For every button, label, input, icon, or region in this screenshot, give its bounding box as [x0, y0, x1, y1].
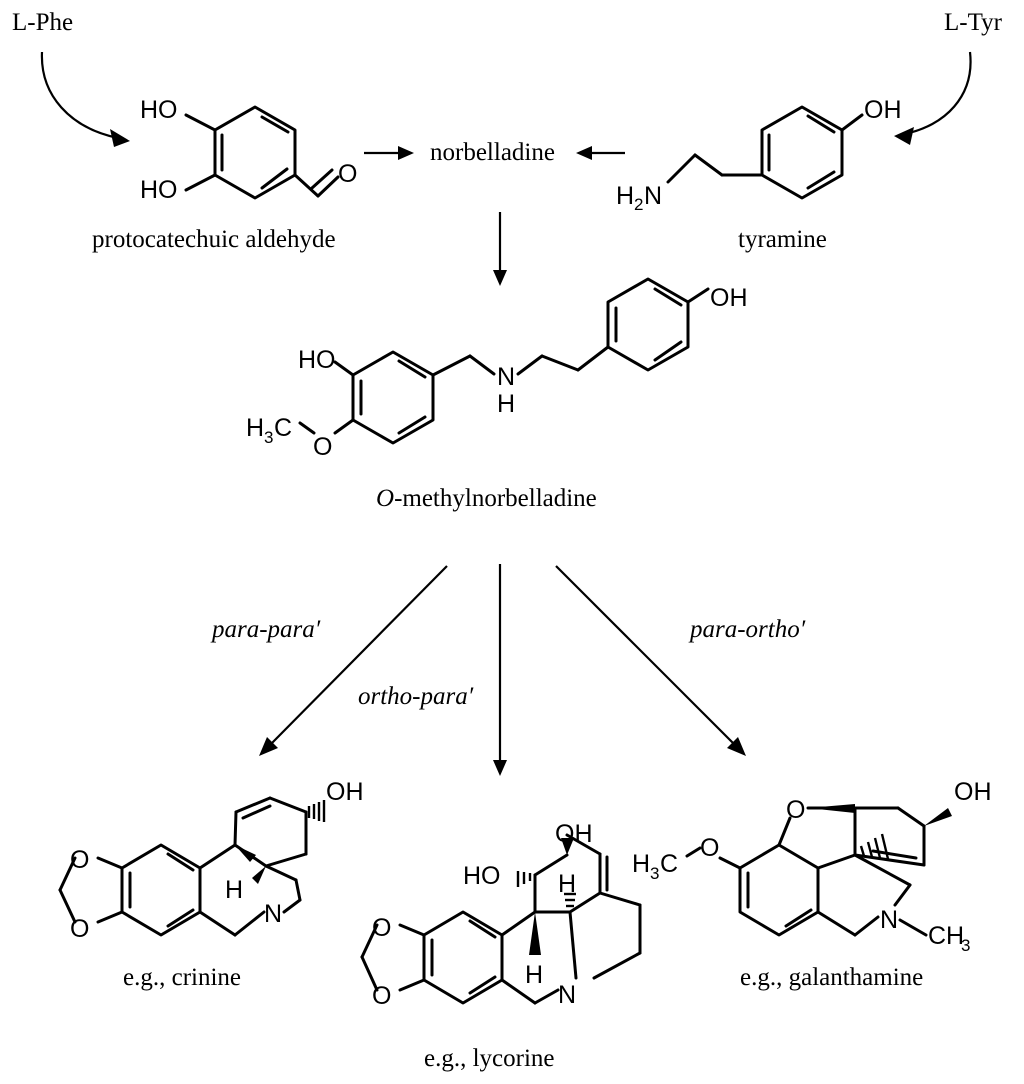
- atom-n: N: [497, 363, 515, 391]
- atom-o: O: [700, 834, 719, 862]
- atom-ho: HO: [298, 346, 336, 374]
- atom-subscript: 3: [961, 936, 970, 955]
- protocatechuic-aldehyde-structure: HO HO O: [140, 96, 357, 204]
- hashed-bond: [516, 871, 532, 887]
- atom-oh: OH: [864, 96, 902, 124]
- atom-oh: OH: [954, 778, 992, 806]
- atom-c: CH: [928, 922, 964, 950]
- atom-n: N: [264, 900, 282, 928]
- atom-subscript: 2: [634, 195, 643, 214]
- tyramine-label: tyramine: [738, 226, 827, 253]
- arrow-para-ortho: [555, 565, 746, 756]
- atom-subscript: 3: [264, 428, 273, 447]
- atom-c: C: [274, 414, 292, 442]
- atom-h: H: [246, 414, 264, 442]
- tyramine-structure: OH H 2 N: [616, 96, 902, 214]
- lycorine-label: e.g., lycorine: [424, 1045, 555, 1072]
- crinine-structure: O O OH N H: [58, 778, 364, 943]
- o-methylnorbelladine-label: O-methylnorbelladine: [376, 485, 597, 512]
- arrow-norbelladine-to-omethyl: [493, 212, 507, 286]
- arrow-tyramine-to-norbelladine: [576, 146, 625, 160]
- atom-n: N: [880, 906, 898, 934]
- atom-o: O: [313, 433, 332, 461]
- atom-h: H: [497, 390, 515, 418]
- atom-h: H: [558, 870, 576, 898]
- norbelladine-label: norbelladine: [430, 139, 555, 166]
- hashed-bond: [859, 833, 890, 860]
- atom-o: O: [372, 982, 391, 1010]
- para-para-label: para-para′: [210, 616, 321, 643]
- o-methylnorbelladine-structure: HO H 3 C O N H OH: [246, 277, 748, 461]
- atom-o: O: [372, 914, 391, 942]
- arrow-ortho-para: [493, 564, 507, 776]
- atom-h: H: [225, 876, 243, 904]
- hashed-bond: [564, 892, 576, 908]
- atom-ho: HO: [140, 176, 178, 204]
- tyr-curved-arrow: [894, 51, 972, 145]
- atom-o: O: [70, 846, 89, 874]
- atom-subscript: 3: [650, 864, 659, 883]
- atom-o: O: [70, 915, 89, 943]
- atom-oh: OH: [555, 820, 593, 848]
- galanthamine-structure: O OH H 3 C O N CH 3: [632, 778, 992, 955]
- phe-curved-arrow: [40, 51, 130, 147]
- atom-c: C: [660, 850, 678, 878]
- atom-h: H: [525, 961, 543, 989]
- atom-ho: HO: [463, 862, 501, 890]
- crinine-label: e.g., crinine: [123, 964, 241, 991]
- atom-n: N: [644, 182, 662, 210]
- protocatechuic-aldehyde-label: protocatechuic aldehyde: [92, 226, 336, 253]
- ortho-para-label: ortho-para′: [358, 683, 474, 710]
- l-phe-label: L-Phe: [12, 9, 73, 36]
- galanthamine-label: e.g., galanthamine: [740, 964, 923, 991]
- lycorine-structure: O O HO OH H H N: [360, 820, 642, 1010]
- hashed-bond: [307, 800, 326, 822]
- arrow-aldehyde-to-norbelladine: [364, 146, 414, 160]
- para-ortho-label: para-ortho′: [688, 616, 806, 643]
- l-tyr-label: L-Tyr: [944, 9, 1003, 36]
- atom-h: H: [616, 182, 634, 210]
- arrow-para-para: [259, 565, 448, 756]
- atom-ho: HO: [140, 96, 178, 124]
- atom-o: O: [338, 160, 357, 188]
- atom-o: O: [786, 796, 805, 824]
- atom-n: N: [558, 981, 576, 1009]
- atom-oh: OH: [326, 778, 364, 806]
- atom-h: H: [632, 850, 650, 878]
- atom-oh: OH: [710, 284, 748, 312]
